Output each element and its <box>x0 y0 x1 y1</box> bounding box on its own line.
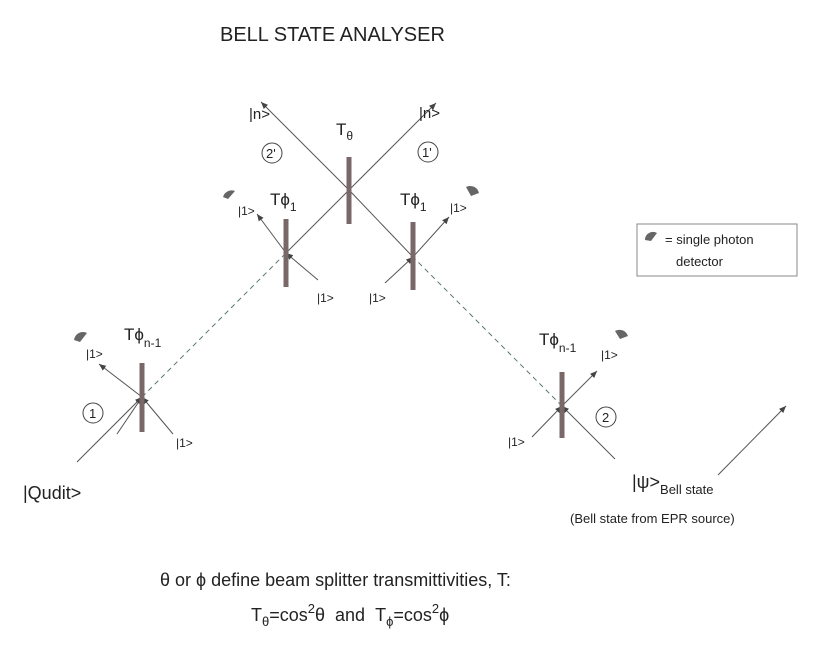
ancilla-label: |1> <box>369 291 386 305</box>
port-label-1prime: 1' <box>422 145 432 160</box>
detector-icon <box>223 190 235 199</box>
port-label-2prime: 2' <box>266 146 276 161</box>
output-beam-right <box>348 102 437 191</box>
epr-source-arrow <box>717 405 787 476</box>
ancilla-beam-ll-out <box>98 363 143 398</box>
ancilla-beam-ll-in <box>116 396 143 435</box>
ancilla-beam-ul-out <box>256 213 287 254</box>
ancilla-label: |1> <box>450 201 467 215</box>
ancilla-beam-ul-in <box>285 252 319 281</box>
detector-icon <box>74 332 87 342</box>
port-circle-1 <box>82 402 104 424</box>
splitter-label-upper-left: Tϕ1 <box>270 190 297 214</box>
ancilla-beam-lr-in <box>531 405 563 438</box>
port-circle-2 <box>595 406 617 428</box>
ancilla-label: |1> <box>86 347 103 361</box>
detector-icon <box>615 329 628 339</box>
caption-line1: θ or ϕ define beam splitter transmittivi… <box>160 570 511 590</box>
ancilla-label: |1> <box>601 348 618 362</box>
ancilla-beam-ll-in2 <box>141 396 174 435</box>
legend-text-line2: detector <box>676 254 724 269</box>
legend-box <box>636 223 798 277</box>
port-circle-1prime <box>417 141 439 163</box>
bell-source-note: (Bell state from EPR source) <box>570 511 735 526</box>
ancilla-label: |1> <box>508 435 525 449</box>
ancilla-beam-ur-in <box>384 256 414 284</box>
output-beam-left <box>260 101 350 191</box>
splitter-label-center: Tθ <box>336 120 353 143</box>
bell-state-input-beam <box>561 405 616 460</box>
splitter-label-lower-left: Tϕn-1 <box>124 325 162 350</box>
splitter-label-upper-right: Tϕ1 <box>400 190 427 214</box>
detector-icon <box>644 231 657 241</box>
diagram-title: BELL STATE ANALYSER <box>220 24 445 46</box>
right-dashed-beam-path <box>412 256 563 407</box>
legend-text-line1: = single photon <box>665 232 754 247</box>
ancilla-label: |1> <box>238 204 255 218</box>
output-ket-right: |n> <box>419 105 440 122</box>
output-ket-left: |n> <box>249 106 270 123</box>
splitter-label-lower-right: Tϕn-1 <box>539 330 577 355</box>
port-circle-2prime <box>261 142 283 164</box>
ancilla-beam-lr-out <box>561 370 598 407</box>
left-beam-segment <box>285 189 350 254</box>
right-beam-segment <box>348 189 414 258</box>
qudit-input-label: |Qudit> <box>23 483 81 503</box>
ancilla-beam-ur-out <box>412 216 450 258</box>
ancilla-label: |1> <box>176 436 193 450</box>
left-dashed-beam-path <box>141 252 287 398</box>
port-label-2: 2 <box>602 410 609 425</box>
ancilla-label: |1> <box>317 291 334 305</box>
detector-icon <box>466 185 479 196</box>
qudit-input-beam <box>76 396 143 463</box>
port-label-1: 1 <box>89 406 96 421</box>
psi-input-label: |ψ>Bell state <box>632 472 714 497</box>
